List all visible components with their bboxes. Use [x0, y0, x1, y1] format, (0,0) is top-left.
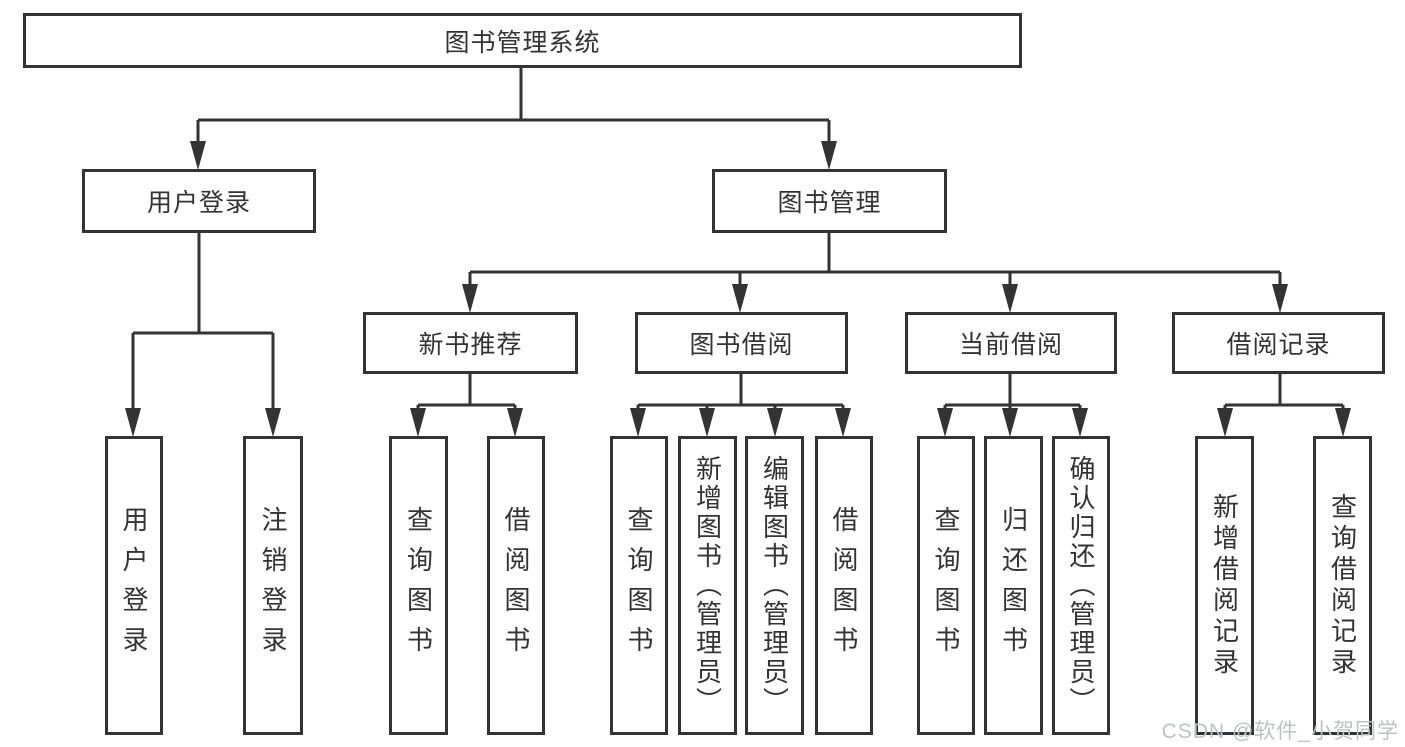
- arrowheads: [125, 141, 1351, 437]
- leaf-add-book-admin-label: 新增图书（管理员）: [692, 455, 723, 716]
- leaf-query-book-1: 查询图书: [389, 436, 448, 735]
- leaf-logout-label: 注销登录: [258, 505, 288, 666]
- node-current-borrow: 当前借阅: [905, 312, 1117, 374]
- node-borrow-record-label: 借阅记录: [1226, 331, 1331, 359]
- leaf-user-login: 用户登录: [105, 436, 163, 735]
- leaf-query-book-2: 查询图书: [610, 436, 668, 735]
- leaf-query-borrow-record: 查询借阅记录: [1313, 436, 1372, 735]
- leaf-logout: 注销登录: [243, 436, 303, 735]
- leaf-query-borrow-record-label: 查询借阅记录: [1327, 492, 1358, 679]
- csdn-watermark: CSDN @软件_小贺同学: [1161, 720, 1399, 743]
- leaf-add-book-admin: 新增图书（管理员）: [678, 436, 737, 735]
- node-book-borrow: 图书借阅: [635, 312, 848, 374]
- leaf-edit-book-admin-label: 编辑图书（管理员）: [759, 455, 790, 716]
- node-root-system: 图书管理系统: [23, 13, 1022, 68]
- node-book-management: 图书管理: [712, 169, 947, 233]
- leaf-query-book-3-label: 查询图书: [931, 505, 961, 666]
- node-book-management-label: 图书管理: [777, 189, 882, 217]
- leaf-borrow-book-2: 借阅图书: [815, 436, 873, 735]
- leaf-add-borrow-record: 新增借阅记录: [1195, 436, 1254, 735]
- leaf-return-book-label: 归还图书: [998, 505, 1029, 666]
- leaf-confirm-return-admin-label: 确认归还（管理员）: [1066, 455, 1096, 716]
- leaf-query-book-2-label: 查询图书: [624, 505, 654, 666]
- leaf-query-book-3: 查询图书: [917, 436, 975, 735]
- leaf-confirm-return-admin: 确认归还（管理员）: [1052, 436, 1110, 735]
- node-book-borrow-label: 图书借阅: [689, 331, 794, 359]
- leaf-borrow-book-1: 借阅图书: [487, 436, 545, 735]
- leaf-user-login-label: 用户登录: [119, 505, 149, 666]
- leaf-add-borrow-record-label: 新增借阅记录: [1209, 492, 1240, 679]
- node-borrow-record: 借阅记录: [1172, 312, 1385, 374]
- leaf-return-book: 归还图书: [984, 436, 1043, 735]
- node-current-borrow-label: 当前借阅: [958, 331, 1063, 359]
- node-root-label: 图书管理系统: [444, 28, 601, 57]
- leaf-borrow-book-1-label: 借阅图书: [501, 505, 531, 666]
- node-new-book-recommend-label: 新书推荐: [418, 331, 523, 359]
- leaf-borrow-book-2-label: 借阅图书: [829, 505, 859, 666]
- node-new-book-recommend: 新书推荐: [363, 312, 578, 374]
- leaf-edit-book-admin: 编辑图书（管理员）: [745, 436, 804, 735]
- node-user-login: 用户登录: [82, 169, 316, 233]
- connector-strokes: [131, 68, 1345, 410]
- leaf-query-book-1-label: 查询图书: [403, 505, 434, 666]
- node-user-login-label: 用户登录: [146, 189, 251, 217]
